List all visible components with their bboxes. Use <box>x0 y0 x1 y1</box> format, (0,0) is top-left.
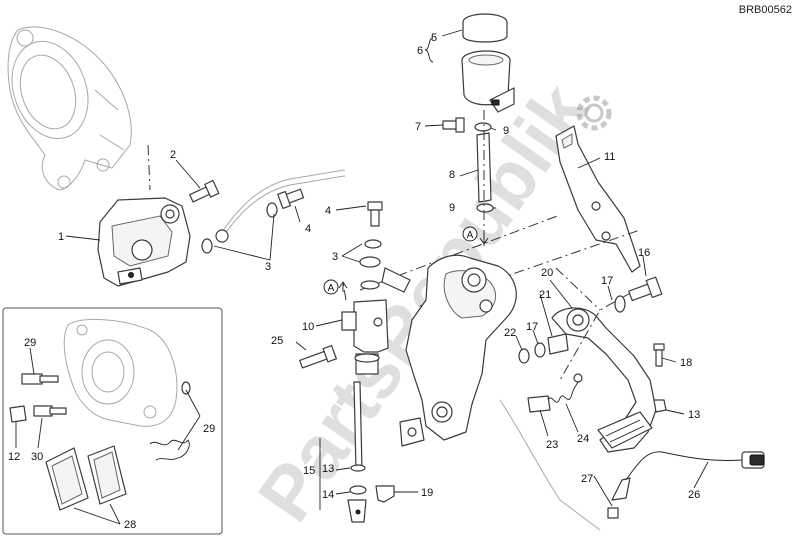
rear-master-cylinder <box>341 299 389 375</box>
washer <box>614 295 626 313</box>
nut <box>653 399 667 413</box>
pedal-bushing <box>547 333 569 355</box>
pedal-pivot-bolt <box>628 276 663 302</box>
caliper-bolt <box>189 179 220 203</box>
rear-brake-pedal <box>551 307 657 453</box>
ghost-edge <box>499 399 601 531</box>
brake-fluid-reservoir <box>461 13 515 113</box>
reservoir-hose <box>476 132 492 203</box>
callout-10: 10 <box>302 321 314 333</box>
return-spring <box>527 373 583 413</box>
axis-line <box>147 144 151 191</box>
callout-12: 12 <box>8 451 20 463</box>
callout-29: 29 <box>203 423 215 435</box>
washer <box>534 342 546 358</box>
callout-labels: 1 2 3 4 4 3 5 6 7 9 8 9 10 11 16 17 20 2… <box>8 32 700 531</box>
pedal-stop-screw <box>653 343 665 367</box>
master-cylinder-bolt <box>367 201 383 227</box>
callout-13: 13 <box>322 463 334 475</box>
callout-3: 3 <box>332 251 338 263</box>
retaining-clip <box>181 381 191 395</box>
flow-arrow <box>479 232 489 245</box>
callout-16: 16 <box>638 247 650 259</box>
banjo-fitting <box>381 267 411 293</box>
retaining-spring <box>149 439 190 461</box>
clevis-clip <box>375 485 395 503</box>
footrest-hanger <box>399 254 517 447</box>
callout-21: 21 <box>539 289 551 301</box>
callout-2: 2 <box>170 149 176 161</box>
callout-7: 7 <box>415 121 421 133</box>
mounting-bolt <box>299 345 337 369</box>
callout-9: 9 <box>503 125 509 137</box>
push-rod <box>353 381 363 471</box>
reference-marker-a: A <box>462 226 478 242</box>
banjo-bolt <box>277 188 305 210</box>
callout-3: 3 <box>265 261 271 273</box>
retaining-clip <box>607 507 619 519</box>
bleed-cap <box>9 405 27 423</box>
heat-guard <box>555 125 641 273</box>
brake-pads <box>45 445 127 511</box>
callout-27: 27 <box>581 473 593 485</box>
callout-23: 23 <box>546 439 558 451</box>
rear-brake-hose <box>215 169 346 243</box>
callout-11: 11 <box>604 151 615 163</box>
ghost-caliper <box>63 318 178 427</box>
reference-marker-a: A <box>323 279 339 295</box>
callout-9: 9 <box>449 202 455 214</box>
callout-28: 28 <box>124 519 136 531</box>
diagram-code: BRB00562 <box>739 4 792 16</box>
washer <box>364 239 382 249</box>
callout-14: 14 <box>322 489 334 501</box>
washer <box>518 348 530 364</box>
axis-line <box>555 267 633 381</box>
callout-17: 17 <box>601 275 613 287</box>
callout-25: 25 <box>271 335 283 347</box>
washer <box>359 256 381 268</box>
ghost-brake-hanger <box>7 26 132 191</box>
callout-30: 30 <box>31 451 43 463</box>
callout-29: 29 <box>24 337 36 349</box>
callout-17: 17 <box>526 321 538 333</box>
callout-4: 4 <box>305 223 311 235</box>
callout-22: 22 <box>504 327 516 339</box>
leader-lines <box>15 29 709 525</box>
callout-13: 13 <box>688 409 700 421</box>
gear-logo-icon <box>576 95 612 131</box>
sealing-washer <box>201 238 213 254</box>
callout-24: 24 <box>577 433 589 445</box>
callout-5: 5 <box>431 32 437 44</box>
washer <box>360 280 380 290</box>
flow-arrow <box>338 281 348 292</box>
sealing-washer <box>266 202 278 218</box>
hose-clamp <box>476 203 494 213</box>
callout-8: 8 <box>449 169 455 181</box>
callout-20: 20 <box>541 267 553 279</box>
callout-15: 15 <box>303 465 315 477</box>
rod-nut <box>350 464 366 472</box>
bleed-screw <box>21 373 59 385</box>
stop-light-switch <box>611 451 765 501</box>
callout-19: 19 <box>421 487 433 499</box>
svg-text:A: A <box>328 283 335 294</box>
callout-6: 6 <box>417 45 423 57</box>
axis-line <box>342 281 347 301</box>
rod-nut <box>349 485 367 495</box>
callout-18: 18 <box>680 357 692 369</box>
callout-1: 1 <box>58 231 64 243</box>
bracket-6 <box>424 37 434 63</box>
hose-clamp <box>474 122 492 132</box>
callout-26: 26 <box>688 489 700 501</box>
callout-4: 4 <box>325 205 331 217</box>
bleed-valve <box>33 405 67 417</box>
reservoir-screw <box>442 117 465 133</box>
rear-brake-caliper <box>97 197 191 287</box>
svg-text:A: A <box>467 230 474 241</box>
